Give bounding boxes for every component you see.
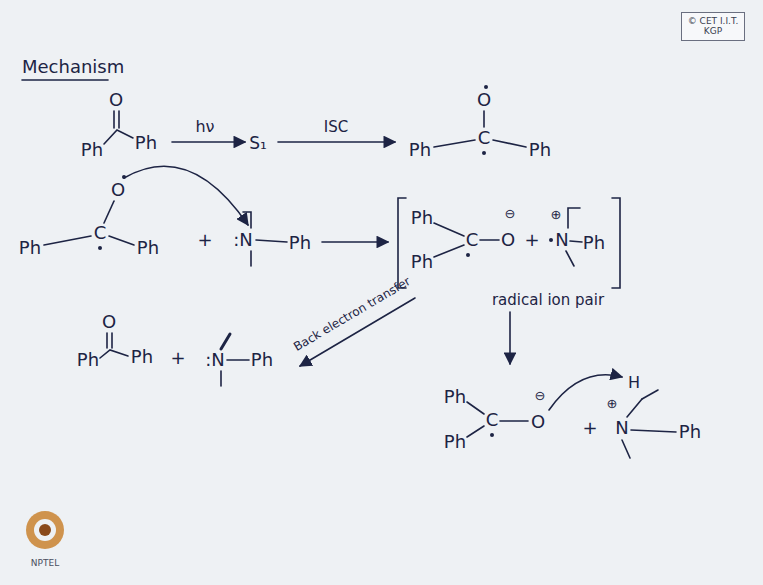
- chem-label: radical ion pair: [492, 293, 604, 308]
- chem-label: :N: [205, 351, 225, 369]
- chem-label: O: [501, 231, 515, 249]
- bond: [227, 359, 249, 361]
- bond: [627, 399, 642, 417]
- chem-label: Ph: [529, 141, 551, 159]
- bond: [500, 420, 528, 422]
- curved-arrow: [124, 166, 248, 225]
- bond: [220, 371, 222, 386]
- chem-label: Ph: [135, 134, 157, 152]
- chem-label: ⊕: [551, 208, 562, 221]
- chem-label: S₁: [249, 135, 267, 152]
- reaction-arrow: [278, 141, 395, 143]
- chem-label: Ph: [583, 234, 605, 252]
- heading: Mechanism: [22, 58, 124, 76]
- reaction-arrow: [509, 312, 511, 364]
- bond: [434, 245, 464, 257]
- chem-label: C: [478, 129, 491, 147]
- bond: [570, 241, 582, 242]
- chem-label: Ph: [411, 253, 433, 271]
- bond: [434, 223, 464, 236]
- chem-label: H: [628, 375, 640, 391]
- chem-label: ⊖: [505, 207, 516, 220]
- chem-label: O: [477, 91, 491, 109]
- bond: [434, 140, 475, 147]
- underline: [22, 79, 108, 81]
- reaction-arrow: [322, 241, 388, 243]
- chem-label: Ph: [444, 388, 466, 406]
- bond: [118, 111, 120, 128]
- chem-label: Back electron transfer: [292, 275, 413, 353]
- chem-label: C: [486, 411, 499, 429]
- chem-label: +: [170, 349, 185, 367]
- bond: [44, 236, 91, 245]
- chem-label: Ph: [81, 141, 103, 159]
- chem-label: O: [102, 313, 116, 331]
- bond: [493, 140, 526, 147]
- radical-dot: [466, 253, 470, 257]
- radical-dot: [549, 238, 553, 242]
- radical-dot: [484, 85, 488, 89]
- chem-label: Ph: [131, 348, 153, 366]
- chem-label: NPTEL: [31, 559, 59, 568]
- bond: [467, 426, 484, 437]
- chem-label: N: [555, 231, 568, 249]
- bond: [106, 333, 108, 348]
- reaction-arrow: [172, 141, 245, 143]
- chem-label: ⊖: [535, 389, 546, 402]
- chem-label: :N: [233, 231, 253, 249]
- chem-label: Ph: [77, 351, 99, 369]
- chem-label: O: [109, 91, 123, 109]
- radical-dot: [98, 246, 102, 250]
- bond: [483, 111, 485, 127]
- chem-label: Ph: [411, 209, 433, 227]
- chem-label: N: [615, 419, 628, 437]
- bracket: [612, 198, 620, 288]
- chem-label: +: [524, 231, 539, 249]
- chem-label: O: [531, 413, 545, 431]
- chem-label: Ph: [19, 239, 41, 257]
- bond: [243, 212, 251, 228]
- bond: [480, 239, 499, 241]
- chem-label: Ph: [679, 423, 701, 441]
- chem-label: Ph: [289, 234, 311, 252]
- bond: [622, 440, 630, 458]
- radical-dot: [482, 151, 486, 155]
- chem-label: C: [94, 224, 107, 242]
- chem-label: ⊕: [607, 397, 618, 410]
- chem-label: +: [197, 231, 212, 249]
- bond: [104, 130, 133, 144]
- bond: [467, 402, 484, 414]
- bond: [250, 251, 252, 266]
- copyright-box: © CET I.I.T. KGP: [681, 12, 745, 41]
- bond: [111, 333, 113, 348]
- chem-label: Ph: [409, 141, 431, 159]
- chem-label: Ph: [137, 239, 159, 257]
- bond: [104, 201, 114, 223]
- bond: [221, 334, 230, 349]
- bond: [100, 350, 128, 358]
- bond: [113, 111, 115, 128]
- bond: [256, 240, 287, 242]
- bond: [568, 208, 580, 228]
- chem-label: Ph: [444, 433, 466, 451]
- curved-arrow: [549, 375, 622, 410]
- radical-dot: [490, 433, 494, 437]
- copyright-text: © CET I.I.T. KGP: [687, 16, 739, 37]
- chem-label: C: [466, 231, 479, 249]
- bond: [642, 390, 658, 399]
- chem-label: +: [582, 419, 597, 437]
- radical-dot: [122, 175, 126, 179]
- chem-label: O: [111, 181, 125, 199]
- chem-label: Ph: [251, 351, 273, 369]
- bond: [631, 430, 676, 432]
- chem-label: hν: [195, 119, 214, 135]
- nptel-logo: [26, 511, 64, 549]
- bond: [109, 236, 134, 245]
- bond: [566, 251, 574, 266]
- chem-label: ISC: [324, 120, 348, 135]
